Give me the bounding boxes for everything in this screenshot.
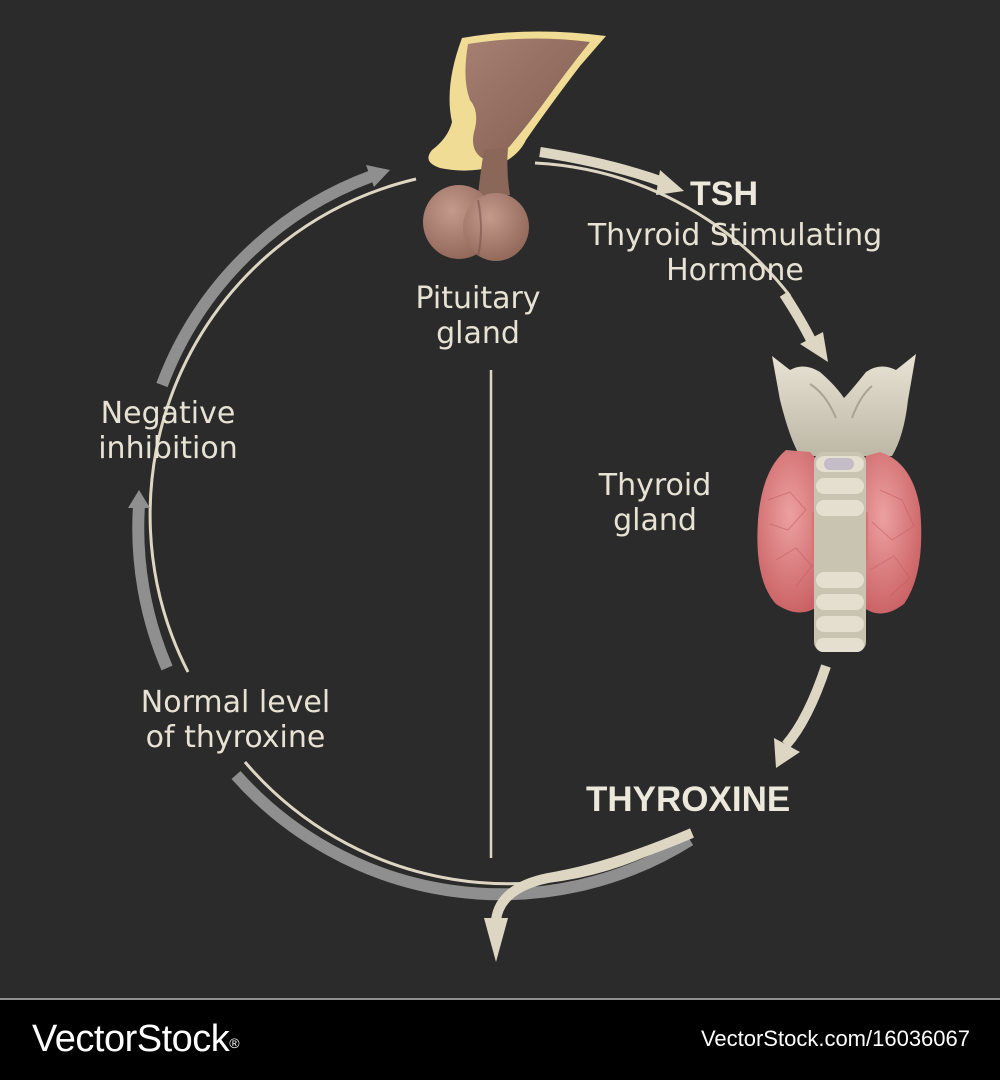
registered-mark: ® <box>229 1035 240 1051</box>
negative-inhibition-label: Negative inhibition <box>88 396 248 466</box>
cycle-line-left <box>148 177 417 673</box>
thyroxine-label: THYROXINE <box>586 780 791 819</box>
pituitary-gland-label: Pituitary gland <box>398 281 558 351</box>
pituitary-neck-icon <box>478 148 510 195</box>
pituitary-label-line-1: Pituitary <box>415 281 541 316</box>
watermark-brand: VectorStock® <box>32 1014 240 1064</box>
diagram-drawing <box>128 31 922 962</box>
normal-level-line-1: Normal level <box>140 685 331 720</box>
output-arrowhead <box>484 918 508 962</box>
watermark-brand-text: VectorStock <box>32 1018 230 1060</box>
feedback-band-upper-left <box>156 170 375 388</box>
normal-level-line-2: of thyroxine <box>145 720 326 755</box>
pituitary-stalk-icon <box>465 38 590 159</box>
tsh-arrowhead-top <box>656 170 684 195</box>
tsh-full-line-2: Hormone <box>666 253 804 288</box>
thyroid-gland-icon <box>757 354 922 652</box>
tsh-arrow-top <box>539 147 665 187</box>
feedback-arrowhead-lower <box>128 490 150 508</box>
negative-inhibition-line-1: Negative <box>100 396 236 431</box>
feedback-arrowhead-upper <box>366 165 390 187</box>
feedback-band-bottom <box>231 771 694 901</box>
normal-level-label: Normal level of thyroxine <box>128 685 343 755</box>
thyroid-label-line-2: gland <box>613 503 697 538</box>
thyroid-label-line-1: Thyroid <box>598 468 712 503</box>
thyroid-lobe-left-icon <box>757 450 831 613</box>
tsh-abbreviation: TSH <box>690 175 758 213</box>
thyroid-cartilage-icon <box>772 354 916 456</box>
tsh-full-line-1: Thyroid Stimulating <box>587 218 883 253</box>
watermark-footer: VectorStock® VectorStock.com/16036067 <box>0 998 1000 1080</box>
negative-inhibition-line-2: inhibition <box>98 431 238 466</box>
thyroid-lobe-right-icon <box>851 452 922 614</box>
cycle-line-right-top <box>534 161 792 297</box>
tsh-arrowhead-lower <box>800 332 828 362</box>
feedback-band-lower-left <box>132 504 173 671</box>
pituitary-label-line-2: gland <box>436 316 520 351</box>
tsh-arrow-lower <box>779 291 817 345</box>
pituitary-gland-icon <box>423 31 606 261</box>
thyroid-gland-label: Thyroid gland <box>580 468 730 538</box>
diagram-panel: Pituitary gland TSH Thyroid Stimulating … <box>88 31 922 962</box>
thyroxine-arrowhead <box>774 738 800 768</box>
output-arrow <box>491 828 694 921</box>
thyroxine-arrow <box>782 664 831 749</box>
watermark-image-id: VectorStock.com/16036067 <box>700 1026 970 1051</box>
pituitary-lobe-right-icon <box>463 193 529 261</box>
tsh-full-name: Thyroid Stimulating Hormone <box>575 218 895 288</box>
